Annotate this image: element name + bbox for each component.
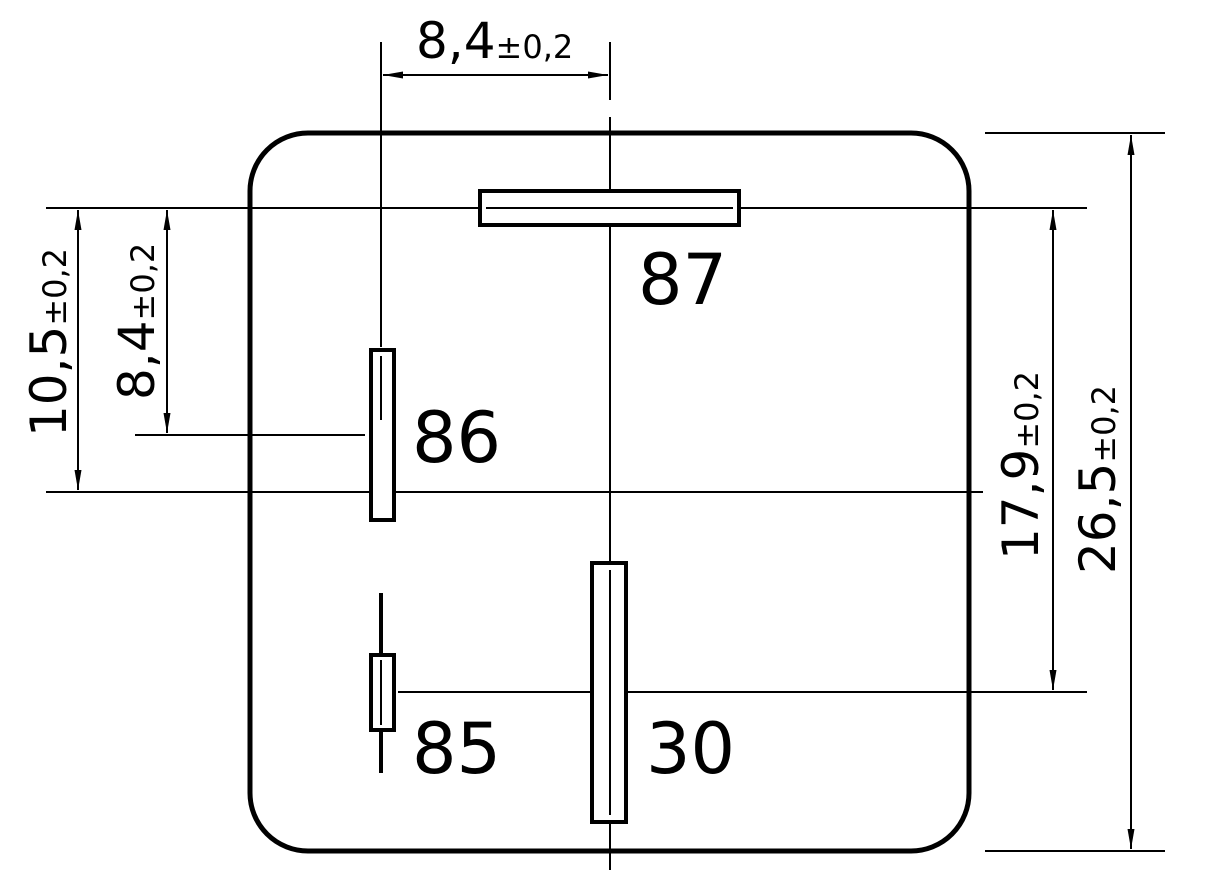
pin-label-85: 85 — [412, 708, 501, 790]
pin-label-87: 87 — [638, 239, 727, 321]
dim-text-right-inner: 17,9±0,2 — [992, 371, 1050, 560]
pin-terminal-86 — [369, 348, 396, 522]
pin-terminal-30 — [590, 561, 628, 824]
pin-terminal-87 — [478, 189, 741, 227]
pin-label-30: 30 — [646, 708, 735, 790]
pin-label-86: 86 — [412, 397, 501, 479]
dimension-lines — [74, 71, 1135, 849]
dim-text-top: 8,4±0,2 — [416, 12, 573, 70]
dim-text-left-inner: 8,4±0,2 — [108, 243, 166, 400]
pin-terminal-85 — [369, 593, 396, 773]
dim-text-right-outer: 26,5±0,2 — [1069, 385, 1127, 574]
dim-text-left-outer: 10,5±0,2 — [20, 248, 78, 437]
